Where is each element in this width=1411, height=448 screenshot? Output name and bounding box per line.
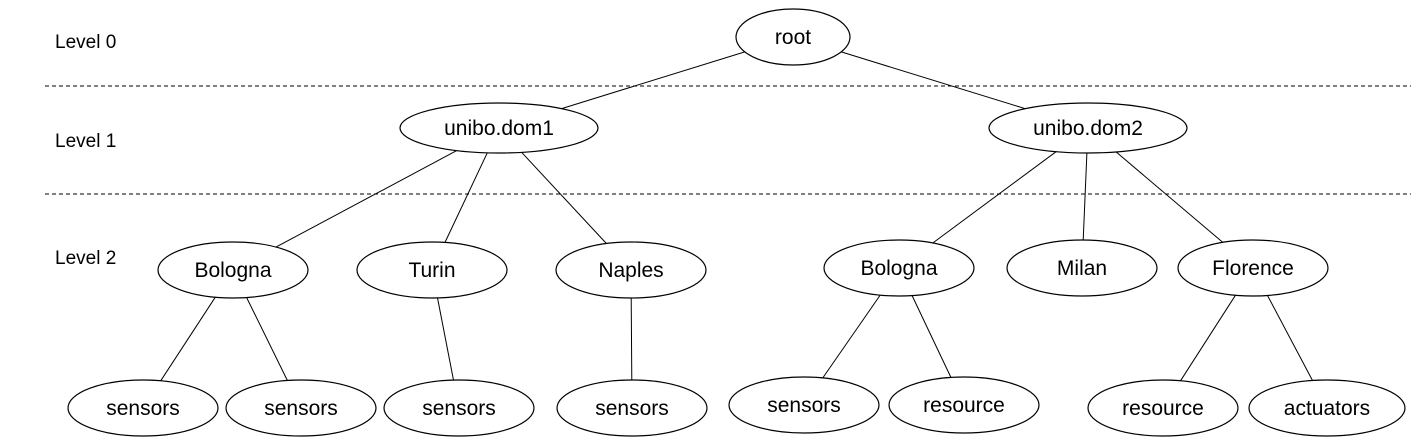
node-unibo-dom2: unibo.dom2 <box>988 102 1188 154</box>
edge-root-dom1 <box>561 51 745 110</box>
edge-bologna1-bologna1_sensors_a <box>160 296 216 382</box>
node-bologna-dom1-shape <box>157 241 309 299</box>
edge-bologna2-bologna2_resource <box>911 295 952 378</box>
level-label-1: Level 1 <box>55 131 116 152</box>
edge-dom2-bologna2 <box>932 151 1057 244</box>
node-florence-resource: resource <box>1087 379 1239 437</box>
node-florence-label: Florence <box>1212 257 1294 280</box>
edge-bologna2-bologna2_sensors <box>822 294 881 379</box>
node-bologna-dom2-sensors-label: sensors <box>767 394 841 417</box>
node-unibo-dom1-label: unibo.dom1 <box>444 117 554 140</box>
node-turin-label: Turin <box>408 259 455 282</box>
node-turin-sensors: sensors <box>383 379 535 437</box>
node-root-shape <box>735 8 851 66</box>
node-florence-actuators: actuators <box>1248 379 1406 437</box>
node-bologna-dom1-label: Bologna <box>194 259 271 282</box>
node-florence: Florence <box>1177 239 1329 297</box>
edge-florence-florence_actuators <box>1267 295 1313 381</box>
node-milan: Milan <box>1006 239 1158 297</box>
edge-florence-florence_resource <box>1180 294 1236 382</box>
node-root: root <box>735 8 851 66</box>
node-naples-shape <box>555 241 707 299</box>
tree-edges <box>160 51 1313 382</box>
node-florence-shape <box>1177 239 1329 297</box>
node-unibo-dom1-shape <box>399 102 599 154</box>
node-bologna-dom1-sensors-a: sensors <box>67 379 219 437</box>
node-bologna-dom1-sensors-a-shape <box>67 379 219 437</box>
edge-dom2-milan <box>1082 152 1088 241</box>
node-turin: Turin <box>356 241 508 299</box>
node-florence-resource-label: resource <box>1122 397 1204 420</box>
node-turin-shape <box>356 241 508 299</box>
node-naples-sensors-label: sensors <box>595 397 669 420</box>
edge-dom1-naples <box>521 151 607 244</box>
node-bologna-dom1: Bologna <box>157 241 309 299</box>
node-turin-sensors-shape <box>383 379 535 437</box>
edge-bologna1-bologna1_sensors_b <box>246 297 288 381</box>
node-bologna-dom2-resource: resource <box>888 376 1040 434</box>
node-bologna-dom2-shape <box>823 239 975 297</box>
node-root-label: root <box>775 26 811 49</box>
node-florence-actuators-shape <box>1248 379 1406 437</box>
node-bologna-dom2-resource-shape <box>888 376 1040 434</box>
level-label-0: Level 0 <box>55 32 116 53</box>
node-bologna-dom1-sensors-b: sensors <box>225 379 377 437</box>
node-bologna-dom2: Bologna <box>823 239 975 297</box>
level-label-2: Level 2 <box>55 248 116 269</box>
edge-turin-turin_sensors <box>437 297 454 381</box>
node-milan-label: Milan <box>1057 257 1107 280</box>
node-naples-sensors: sensors <box>556 379 708 437</box>
edge-root-dom2 <box>841 51 1026 110</box>
node-naples-label: Naples <box>598 259 663 282</box>
node-bologna-dom2-sensors: sensors <box>728 376 880 434</box>
node-bologna-dom1-sensors-b-shape <box>225 379 377 437</box>
node-bologna-dom1-sensors-a-label: sensors <box>106 397 180 420</box>
node-bologna-dom2-label: Bologna <box>860 257 937 280</box>
node-unibo-dom2-shape <box>988 102 1188 154</box>
node-bologna-dom2-sensors-shape <box>728 376 880 434</box>
node-naples: Naples <box>555 241 707 299</box>
node-unibo-dom2-label: unibo.dom2 <box>1033 117 1143 140</box>
node-florence-actuators-label: actuators <box>1284 397 1370 420</box>
edge-dom2-florence <box>1115 151 1224 243</box>
node-bologna-dom1-sensors-b-label: sensors <box>264 397 338 420</box>
node-turin-sensors-label: sensors <box>422 397 496 420</box>
edge-naples-naples_sensors <box>630 297 633 381</box>
node-milan-shape <box>1006 239 1158 297</box>
edge-dom1-turin <box>444 152 488 243</box>
edge-dom1-bologna1 <box>275 150 457 248</box>
node-naples-sensors-shape <box>556 379 708 437</box>
node-bologna-dom2-resource-label: resource <box>923 394 1005 417</box>
tree-nodes: root unibo.dom1 unibo.dom2 Bologna Turin… <box>67 8 1406 437</box>
node-unibo-dom1: unibo.dom1 <box>399 102 599 154</box>
node-florence-resource-shape <box>1087 379 1239 437</box>
